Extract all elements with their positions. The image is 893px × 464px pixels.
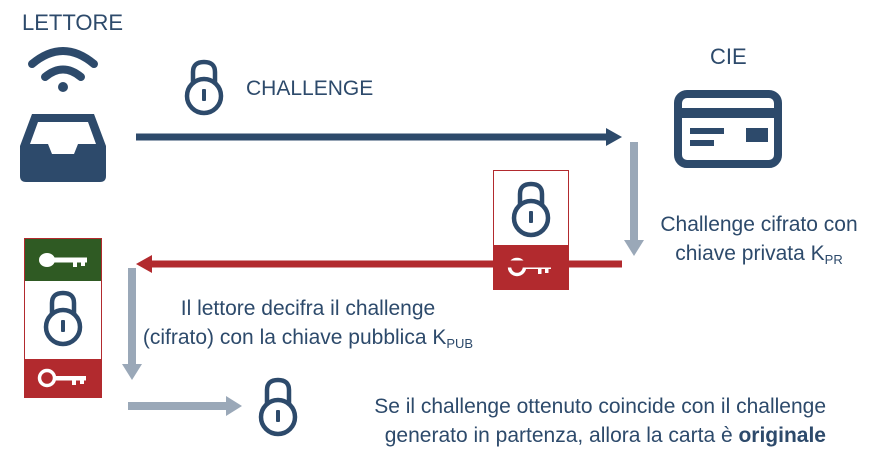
encrypted-line1: Challenge cifrato con xyxy=(660,213,858,236)
arrow-challenge xyxy=(136,128,622,146)
arrow-verify xyxy=(128,396,242,416)
decrypt-text: Il lettore decifra il challenge (cifrato… xyxy=(138,294,478,352)
padlock-icon-verify xyxy=(258,377,298,437)
decrypt-line2-sub: PUB xyxy=(446,336,474,351)
arrow-down-card xyxy=(624,142,644,256)
key-icon-public xyxy=(39,253,87,267)
decrypt-line2: (cifrato) con la chiave pubblica KPUB xyxy=(138,323,478,352)
encrypted-line2-sub: PR xyxy=(824,252,843,267)
credit-card-icon xyxy=(674,90,782,168)
challenge-label: CHALLENGE xyxy=(246,77,374,100)
verify-line2-prefix: generato in partenza, allora la carta è xyxy=(384,424,739,447)
verify-line2: generato in partenza, allora la carta è … xyxy=(312,421,826,450)
encrypted-line2-prefix: chiave privata K xyxy=(675,242,825,265)
arrow-down-reader xyxy=(122,268,142,380)
reader-label: LETTORE xyxy=(22,10,124,35)
key-icon-private-reader xyxy=(37,368,86,388)
arrow-encrypted-response xyxy=(136,255,622,273)
decrypt-box xyxy=(24,238,102,398)
padlock-icon-challenge xyxy=(184,59,224,116)
encrypted-line2: chiave privata KPR xyxy=(640,239,878,268)
card-label: CIE xyxy=(710,44,747,69)
wifi-inbox-icon xyxy=(20,47,106,182)
decrypt-line2-prefix: (cifrato) con la chiave pubblica K xyxy=(142,326,447,349)
decrypt-line1: Il lettore decifra il challenge xyxy=(180,297,436,320)
private-key-band-reader xyxy=(25,359,101,397)
verify-line2-bold: originale xyxy=(738,424,826,447)
padlock-icon-encrypted xyxy=(511,181,551,238)
verify-text: Se il challenge ottenuto coincide con il… xyxy=(312,392,826,450)
encrypted-text: Challenge cifrato con chiave privata KPR xyxy=(640,210,878,268)
public-key-band xyxy=(25,239,101,281)
verify-line1: Se il challenge ottenuto coincide con il… xyxy=(374,395,826,418)
padlock-icon-decrypt xyxy=(43,290,83,347)
